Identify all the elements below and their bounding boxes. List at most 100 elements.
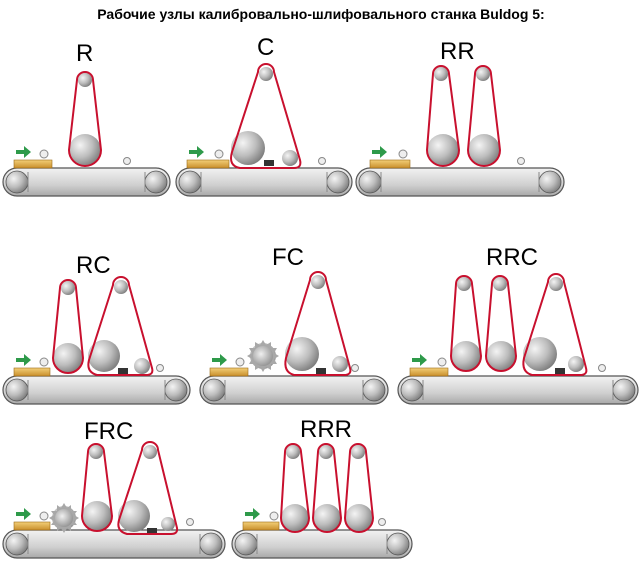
platen-block: [147, 528, 157, 534]
workpiece-board: [13, 521, 51, 531]
contact-roller: [281, 504, 309, 532]
tension-roller: [259, 67, 273, 81]
page-title: Рабочие узлы калибровально-шлифовального…: [97, 6, 545, 22]
tension-roller: [78, 73, 92, 87]
unit-label-c: C: [257, 34, 275, 61]
abrasive-belt: [51, 279, 85, 374]
conveyor: [397, 375, 639, 405]
abrasive-belt: [117, 441, 179, 535]
tension-roller: [89, 445, 103, 459]
contact-roller: [468, 134, 500, 166]
feed-arrow-icon: [212, 354, 227, 366]
pressure-roller: [398, 149, 408, 159]
unit-c: [175, 63, 353, 197]
pressure-roller: [235, 357, 245, 367]
tension-roller: [351, 445, 365, 459]
tension-roller: [549, 277, 563, 291]
unit-label-rr: RR: [440, 38, 475, 65]
pressure-roller: [437, 357, 447, 367]
contact-roller: [69, 134, 101, 166]
tension-roller: [143, 445, 157, 459]
brush-roller-icon: [247, 340, 279, 372]
contact-roller: [231, 131, 265, 165]
tension-roller: [457, 277, 471, 291]
pressure-roller: [378, 518, 386, 526]
tension-roller: [434, 67, 448, 81]
pressure-roller: [156, 364, 164, 372]
pressure-roller: [214, 149, 224, 159]
conveyor: [2, 375, 191, 405]
feed-arrow-icon: [372, 146, 387, 158]
tension-roller: [286, 445, 300, 459]
abrasive-belt: [484, 275, 518, 372]
workpiece-board: [13, 367, 51, 377]
abrasive-belt: [466, 65, 502, 167]
pressure-roller: [186, 518, 194, 526]
contact-roller: [118, 500, 150, 532]
feed-arrow-icon: [16, 354, 31, 366]
contact-roller: [523, 337, 557, 371]
abrasive-belt: [87, 276, 154, 376]
pressure-roller: [598, 364, 606, 372]
contact-roller: [88, 340, 120, 372]
unit-label-rrc: RRC: [486, 244, 538, 271]
platen-block: [264, 160, 274, 166]
unit-label-rc: RC: [76, 252, 111, 279]
tension-roller: [311, 275, 325, 289]
contact-roller: [345, 504, 373, 532]
unit-frc: [2, 441, 226, 559]
pressure-roller: [123, 157, 131, 165]
abrasive-belt: [425, 65, 461, 167]
unit-rr: [355, 65, 565, 197]
contact-roller: [427, 134, 459, 166]
platen-block: [555, 368, 565, 374]
conveyor: [199, 375, 389, 405]
contact-roller: [486, 341, 516, 371]
conveyor: [231, 529, 413, 559]
idler-roller: [134, 358, 150, 374]
abrasive-belt: [311, 443, 343, 533]
unit-fc: [199, 271, 389, 405]
abrasive-belt: [449, 275, 483, 372]
unit-label-rrr: RRR: [300, 416, 352, 443]
unit-label-r: R: [76, 40, 94, 67]
feed-arrow-icon: [16, 508, 31, 520]
unit-rc: [2, 276, 191, 405]
tension-roller: [61, 281, 75, 295]
idler-roller: [332, 356, 348, 372]
unit-rrc: [397, 273, 639, 405]
feed-arrow-icon: [245, 508, 260, 520]
workpiece-board: [186, 159, 230, 169]
pressure-roller: [318, 157, 326, 165]
conveyor: [175, 167, 353, 197]
workpiece-board: [369, 159, 411, 169]
feed-arrow-icon: [16, 146, 31, 158]
unit-label-frc: FRC: [84, 418, 134, 445]
workpiece-board: [13, 159, 53, 169]
pressure-roller: [351, 364, 359, 372]
contact-roller: [313, 504, 341, 532]
platen-block: [316, 368, 326, 374]
conveyor: [2, 167, 171, 197]
pressure-roller: [517, 157, 525, 165]
workpiece-board: [209, 367, 249, 377]
pressure-roller: [39, 357, 49, 367]
pressure-roller: [39, 511, 49, 521]
contact-roller: [53, 343, 83, 373]
brush-roller-icon: [49, 503, 79, 533]
workpiece-board: [242, 521, 280, 531]
workpiece-board: [409, 367, 449, 377]
abrasive-belt: [80, 443, 114, 532]
abrasive-belt: [230, 63, 302, 169]
abrasive-belt: [343, 443, 375, 533]
pressure-roller: [39, 149, 49, 159]
abrasive-belt: [67, 71, 103, 167]
tension-roller: [493, 277, 507, 291]
tension-roller: [114, 280, 128, 294]
conveyor: [355, 167, 565, 197]
tension-roller: [319, 445, 333, 459]
unit-label-fc: FC: [272, 244, 304, 271]
unit-r: [2, 71, 171, 197]
contact-roller: [285, 337, 319, 371]
